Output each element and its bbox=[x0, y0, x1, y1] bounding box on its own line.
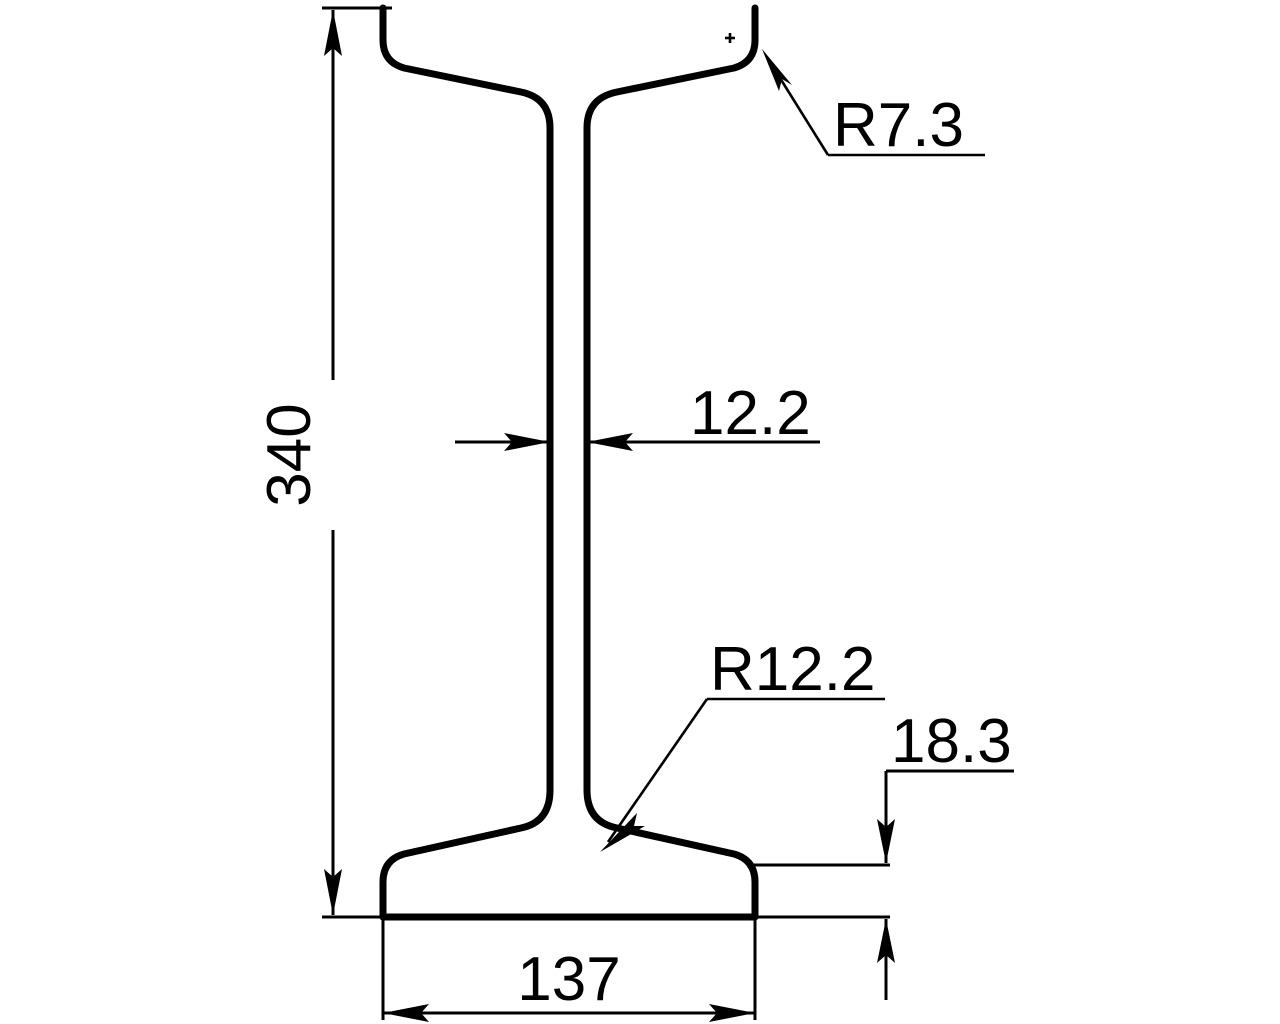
root-fillet-leader-line bbox=[606, 698, 709, 843]
flange-thickness-arrow-upper bbox=[877, 819, 895, 863]
toe-radius-arrow bbox=[762, 49, 792, 91]
web-thickness-value: 12.2 bbox=[690, 379, 811, 448]
root-fillet-value: R12.2 bbox=[710, 635, 875, 704]
root-fillet-arrow bbox=[600, 813, 645, 852]
toe-radius-center-mark bbox=[725, 33, 735, 43]
height-dimension-value: 340 bbox=[255, 403, 324, 506]
dimension-flange-width: 137 bbox=[381, 919, 757, 1022]
flange-width-arrow-left bbox=[383, 1004, 429, 1022]
web-arrow-right bbox=[587, 433, 633, 451]
height-arrow-top bbox=[324, 10, 342, 56]
flange-thickness-arrow-lower bbox=[877, 919, 895, 963]
leader-flange-toe-radius: R7.3 bbox=[725, 33, 985, 160]
beam-profile-group bbox=[379, 4, 759, 921]
dimension-flange-thickness: 18.3 bbox=[753, 707, 1014, 1000]
beam-section-outline bbox=[379, 4, 759, 921]
flange-thickness-value: 18.3 bbox=[891, 707, 1012, 776]
web-arrow-left bbox=[504, 433, 550, 451]
leader-root-fillet-radius: R12.2 bbox=[600, 635, 885, 852]
flange-width-value: 137 bbox=[517, 945, 620, 1014]
toe-radius-value: R7.3 bbox=[833, 91, 964, 160]
flange-width-arrow-right bbox=[709, 1004, 755, 1022]
height-arrow-bottom bbox=[324, 869, 342, 915]
dimension-web-thickness: 12.2 bbox=[455, 379, 820, 451]
dimension-overall-height: 340 bbox=[255, 6, 392, 919]
